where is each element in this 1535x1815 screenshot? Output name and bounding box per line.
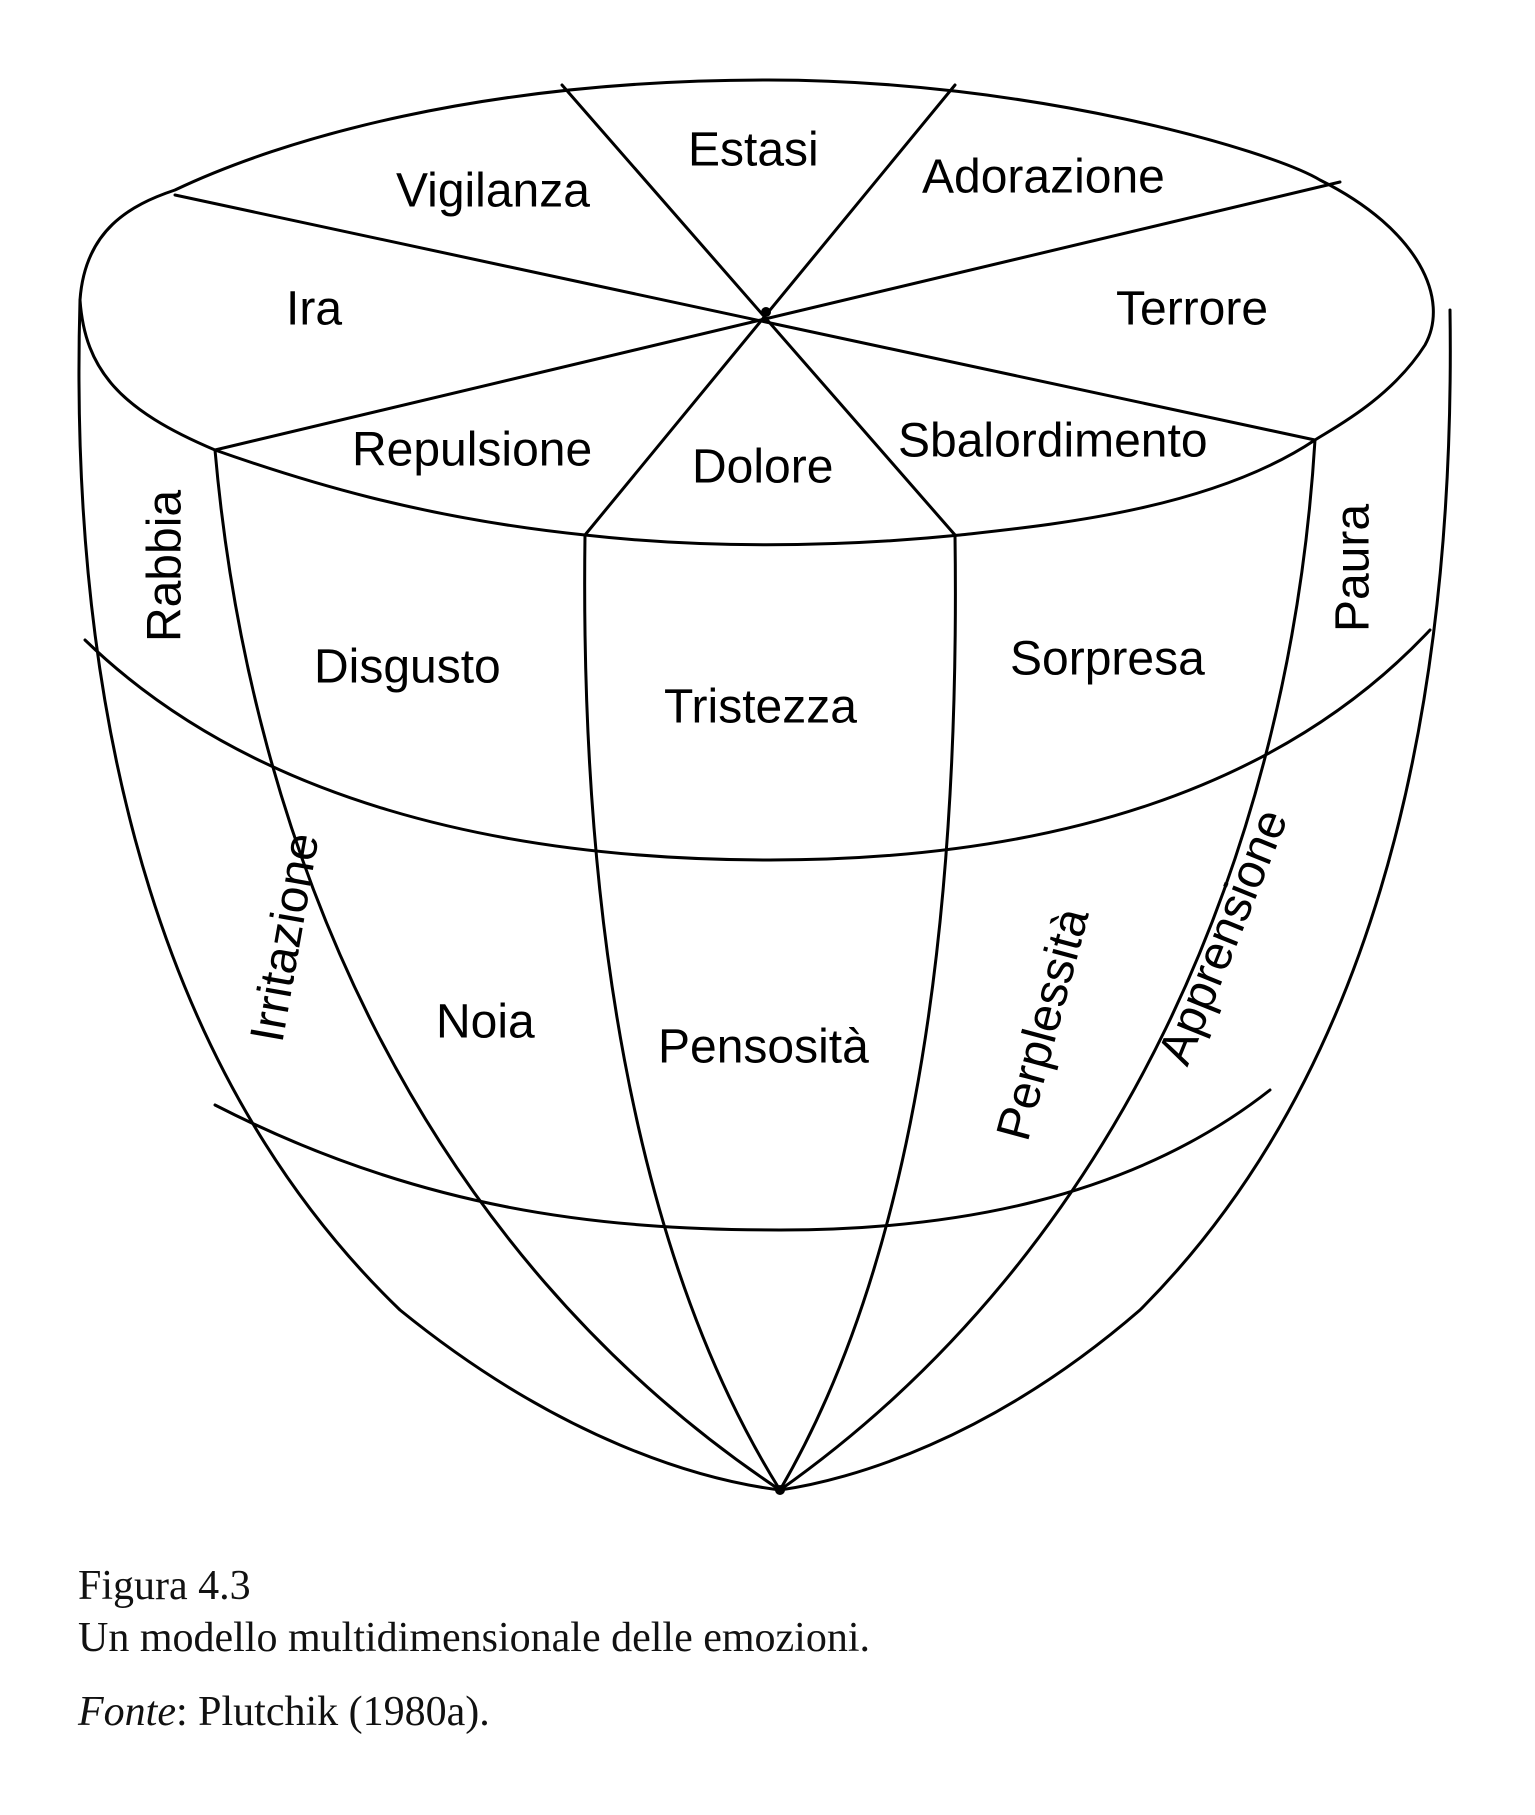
apex-point <box>775 1485 785 1495</box>
label-sbalordimento: Sbalordimento <box>898 415 1208 468</box>
label-paura: Paura <box>1327 504 1380 632</box>
figure-source: Fonte: Plutchik (1980a). <box>78 1686 1478 1738</box>
label-terrore: Terrore <box>1116 283 1268 336</box>
source-separator: : <box>175 1689 188 1735</box>
side-lines <box>77 298 1452 1492</box>
label-irritazione: Irritazione <box>241 829 330 1046</box>
label-estasi: Estasi <box>688 124 819 177</box>
label-ira: Ira <box>286 283 342 336</box>
center-point <box>761 307 771 317</box>
label-adorazione: Adorazione <box>922 151 1165 204</box>
figure-number: Figura 4.3 <box>78 1563 251 1609</box>
label-rabbia: Rabbia <box>139 490 192 642</box>
label-vigilanza: Vigilanza <box>396 165 590 218</box>
ring-lines <box>83 628 1432 1232</box>
figure-caption: Figura 4.3 Un modello multidimensionale … <box>78 1560 1478 1738</box>
label-pensosita: Pensosità <box>658 1021 869 1074</box>
source-text: Plutchik (1980a). <box>198 1689 490 1735</box>
label-repulsione: Repulsione <box>352 424 592 477</box>
label-disgusto: Disgusto <box>314 641 501 694</box>
label-noia: Noia <box>436 996 535 1049</box>
top-disc-outline <box>78 78 1435 547</box>
label-perplessita: Perplessità <box>987 902 1100 1145</box>
label-dolore: Dolore <box>692 441 833 494</box>
label-sorpresa: Sorpresa <box>1010 633 1205 686</box>
source-label: Fonte <box>78 1689 176 1735</box>
figure-title: Un modello multidimensionale delle emozi… <box>78 1615 871 1661</box>
label-apprensione: Apprensione <box>1148 802 1298 1072</box>
label-tristezza: Tristezza <box>664 681 857 734</box>
